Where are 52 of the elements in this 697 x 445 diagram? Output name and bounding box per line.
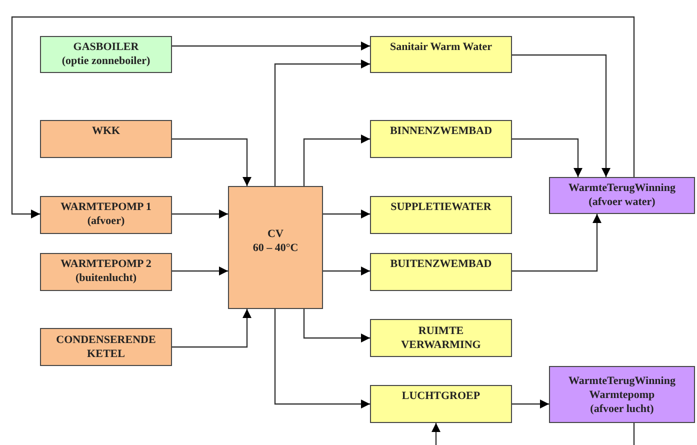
box-label: RUIMTE VERWARMING (401, 324, 481, 352)
process-box (549, 366, 695, 423)
box-label: CV (268, 226, 284, 240)
box-label: (afvoer water) (588, 195, 656, 209)
box-label: WarmteTerugWinning (568, 181, 676, 195)
arrow (172, 138, 252, 186)
process-box (370, 36, 512, 73)
arrow (512, 214, 602, 272)
box-label: WARMTEPOMP 2 (60, 257, 152, 271)
process-box (228, 186, 323, 309)
process-box (40, 253, 172, 291)
box-label: LUCHTGROEP (402, 389, 480, 403)
arrow (172, 309, 252, 348)
box-label: (afvoer lucht) (590, 402, 654, 416)
arrow (274, 309, 370, 408)
box-label: Warmtepomp (589, 388, 655, 402)
box-label: BUITENZWEMBAD (390, 257, 492, 271)
box-label: Sanitair Warm Water (390, 40, 492, 54)
process-box (370, 196, 512, 234)
arrow (172, 210, 228, 218)
box-label: WKK (92, 124, 120, 138)
box-label: CONDENSERENDE KETEL (55, 333, 157, 361)
box-label: GASBOILER (73, 40, 139, 54)
process-box (370, 385, 512, 423)
process-box (40, 120, 172, 158)
box-label: BINNENZWEMBAD (390, 124, 492, 138)
process-box (549, 177, 695, 214)
process-box (40, 328, 172, 366)
box-label: SUPPLETIEWATER (390, 200, 492, 214)
process-box (370, 319, 512, 357)
arrow (512, 400, 549, 408)
process-box (370, 120, 512, 158)
box-label: (afvoer) (87, 214, 125, 228)
box-label: (buitenlucht) (75, 271, 137, 285)
arrow (323, 210, 370, 218)
arrow (303, 134, 370, 186)
arrow (323, 266, 370, 276)
process-box (370, 253, 512, 291)
box-label: WarmteTerugWinning (568, 374, 676, 388)
process-box (40, 36, 172, 73)
arrow (11, 16, 635, 218)
arrow (172, 266, 228, 276)
arrow (172, 42, 370, 50)
box-label: 60 – 40°C (252, 240, 298, 254)
arrow (303, 309, 370, 342)
arrow (512, 138, 582, 177)
arrow (512, 54, 610, 177)
box-label: WARMTEPOMP 1 (60, 200, 152, 214)
arrow (274, 60, 370, 186)
box-label: (optie zonneboiler) (62, 54, 150, 68)
arrow (432, 423, 440, 445)
process-box (40, 196, 172, 234)
